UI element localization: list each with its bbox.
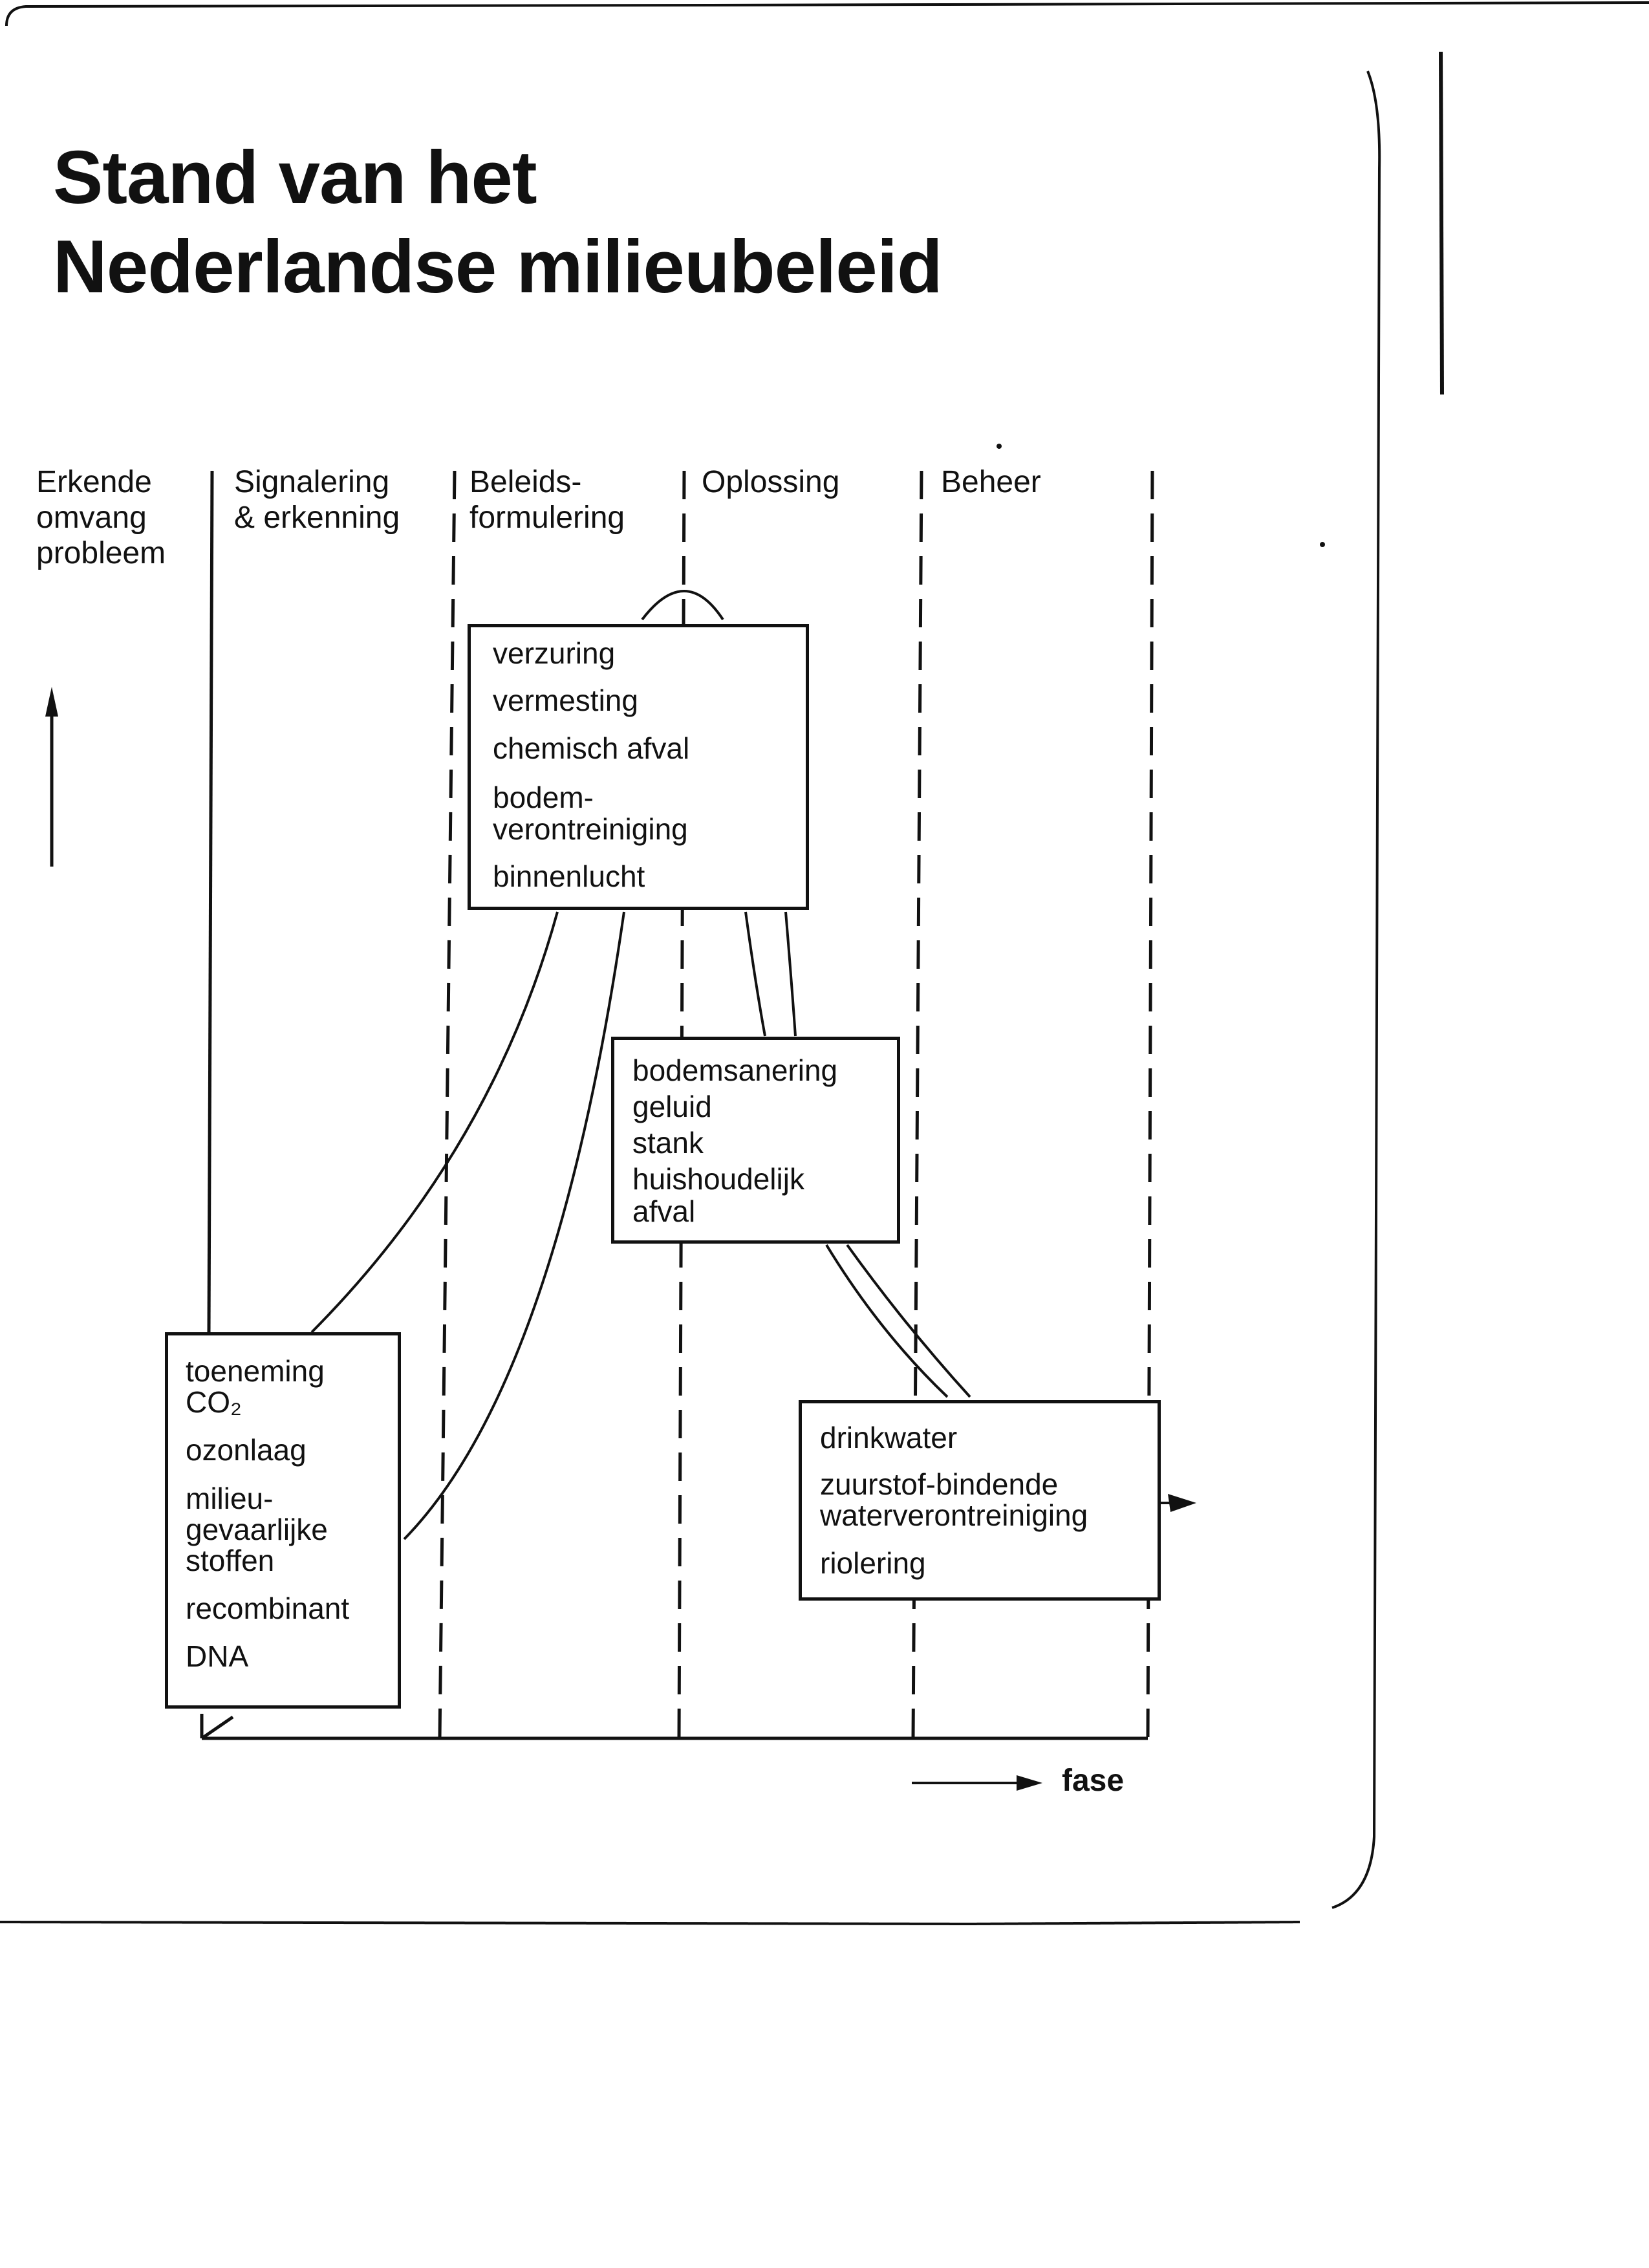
item-drinkwater: drinkwater: [820, 1421, 958, 1454]
x-axis-label: fase: [1062, 1764, 1125, 1798]
item-vermesting: vermesting: [493, 684, 638, 717]
frame-right-curve: [1331, 70, 1381, 1909]
title-line-1: Stand van het: [53, 135, 537, 219]
box-beheer: [799, 1400, 1161, 1601]
curve-oplossing-to-beheer-2: [846, 1244, 971, 1398]
frame-bottom-line: [0, 1921, 1300, 1926]
scan-dot-2: [997, 444, 1002, 449]
scan-dot: [1320, 542, 1325, 547]
axis-left-line: [207, 470, 214, 1333]
column-beleidsformulering: Beleids- formulering: [469, 465, 625, 535]
scan-mark-right: [1439, 51, 1444, 395]
item-huishoudelijk: huishoudelijk: [632, 1162, 804, 1196]
title-line-2: Nederlandse milieubeleid: [53, 224, 943, 308]
item-afval: afval: [632, 1194, 696, 1228]
item-toeneming: toeneming: [186, 1354, 325, 1388]
right-arrow-head: [1168, 1494, 1196, 1512]
curve-oplossing-to-beheer-1: [825, 1244, 949, 1398]
item-stank: stank: [632, 1126, 704, 1160]
separator-beleid: [438, 470, 457, 1739]
item-verontreiniging: verontreiniging: [493, 812, 688, 846]
curve-signal-to-beleid-2: [403, 911, 625, 1540]
curve-beleid-to-oplossing-2: [784, 911, 797, 1037]
item-verzuring: verzuring: [493, 636, 616, 670]
y-axis-label: Erkende omvang probleem: [36, 465, 166, 570]
item-milieu: milieu-: [186, 1482, 274, 1515]
curve-signal-to-beleid-1: [310, 911, 559, 1334]
item-co2: CO₂: [186, 1385, 242, 1419]
item-zuurstof-bindende: zuurstof-bindende: [820, 1467, 1059, 1501]
box-beleid: [468, 624, 809, 910]
up-arrow-head: [45, 687, 58, 717]
axis-tick-diag: [200, 1715, 234, 1740]
box-signalering: [165, 1332, 401, 1709]
loop-arc: [641, 590, 724, 621]
item-ozonlaag: ozonlaag: [186, 1433, 307, 1467]
item-dna: DNA: [186, 1639, 249, 1673]
curve-beleid-to-oplossing-1: [744, 911, 766, 1037]
item-waterverontreiniging: waterverontreiniging: [820, 1498, 1088, 1532]
column-signalering: Signalering & erkenning: [234, 465, 400, 535]
frame-top-line: [5, 1, 1649, 27]
item-riolering: riolering: [820, 1546, 926, 1580]
box-oplossing: [611, 1037, 900, 1244]
item-binnenlucht: binnenlucht: [493, 859, 645, 893]
column-beheer: Beheer: [941, 465, 1041, 499]
item-bodemsanering: bodemsanering: [632, 1053, 838, 1087]
item-gevaarlijke: gevaarlijke: [186, 1513, 328, 1546]
item-geluid: geluid: [632, 1090, 712, 1123]
item-chemisch-afval: chemisch afval: [493, 731, 690, 765]
page-title: Stand van het Nederlandse milieubeleid: [53, 133, 943, 311]
fase-arrow-head: [1017, 1775, 1042, 1791]
item-recombinant: recombinant: [186, 1592, 350, 1625]
column-oplossing: Oplossing: [702, 465, 840, 499]
item-bodem: bodem-: [493, 781, 594, 814]
item-stoffen: stoffen: [186, 1544, 275, 1577]
